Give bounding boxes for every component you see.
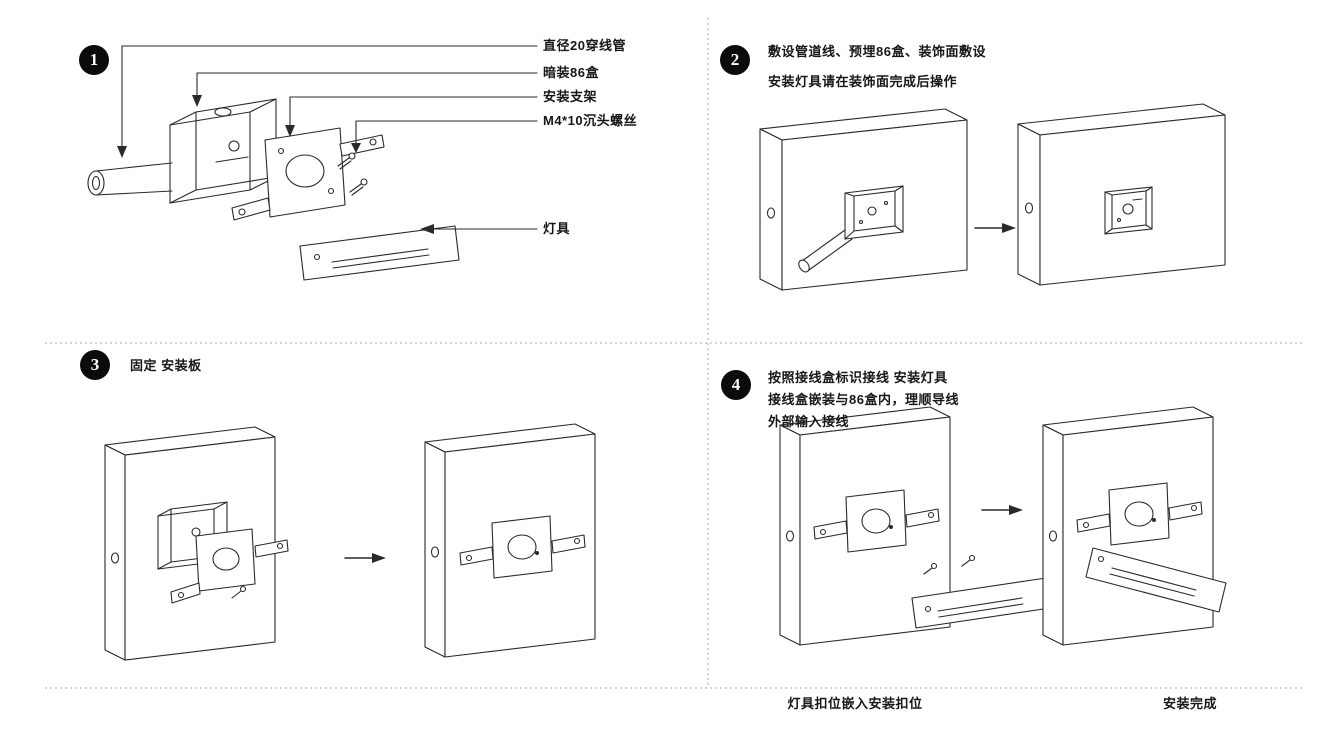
part-label-box86: 暗装86盒 [543, 65, 599, 80]
step2-badge: 2 [720, 45, 750, 75]
step2-illustration [759, 103, 1226, 291]
side-hole [785, 530, 795, 542]
conduit-tube-drawing [87, 162, 173, 196]
part-label-bracket: 安装支架 [543, 89, 598, 104]
arrow-down-icon [117, 146, 127, 158]
part-label-conduit: 直径20穿线管 [543, 38, 626, 53]
step3-illustration [104, 423, 596, 661]
side-hole [430, 546, 440, 558]
arrow-down-icon [351, 143, 361, 153]
step4-instruction-line1: 按照接线盒标识接线 安装灯具 [768, 370, 948, 385]
step1-exploded-view [87, 45, 538, 281]
step4-caption-right: 安装完成 [1162, 696, 1217, 711]
step2-instruction-line2: 安装灯具请在装饰面完成后操作 [768, 74, 958, 89]
part-label-lamp: 灯具 [543, 221, 571, 236]
arrow-right-icon [974, 223, 1016, 233]
step4-illustration [779, 406, 1227, 646]
step2-instruction-line1: 敷设管道线、预埋86盒、装饰面敷设 [768, 44, 986, 59]
side-hole [1024, 202, 1034, 214]
lamp-drawing [299, 225, 460, 281]
step4-badge: 4 [721, 370, 751, 400]
wall-slab-with-bracket-and-lamp [779, 406, 1051, 646]
wall-slab-with-box-and-bracket [104, 426, 289, 661]
step4-instruction-line2: 接线盒嵌装与86盒内，理顺导线 [768, 392, 959, 407]
step4-instruction-line3: 外部输入接线 [768, 414, 850, 429]
wall-slab-with-conduit [759, 108, 968, 291]
arrow-down-icon [285, 125, 295, 137]
arrow-right-icon [344, 553, 386, 563]
wall-slab-with-box [1017, 103, 1226, 286]
wall-slab-with-mounted-bracket [424, 423, 596, 658]
wall-slab-completed [1042, 406, 1227, 646]
step1-badge: 1 [79, 45, 109, 75]
arrow-left-icon [420, 224, 434, 234]
step3-badge: 3 [80, 350, 110, 380]
arrow-down-icon [192, 95, 202, 107]
junction-box-drawing [169, 98, 277, 204]
part-label-screws: M4*10沉头螺丝 [543, 113, 638, 128]
mounting-bracket-drawing [231, 127, 385, 221]
leader-lines [117, 45, 538, 234]
step4-caption-left: 灯具扣位嵌入安装扣位 [787, 696, 923, 711]
step3-instruction-line1: 固定 安装板 [130, 358, 202, 373]
arrow-right-icon [981, 505, 1023, 515]
side-hole [110, 552, 120, 564]
side-hole [766, 207, 776, 219]
panel-dividers [45, 18, 1302, 689]
side-hole [1048, 530, 1058, 542]
screws-drawing [337, 152, 368, 196]
